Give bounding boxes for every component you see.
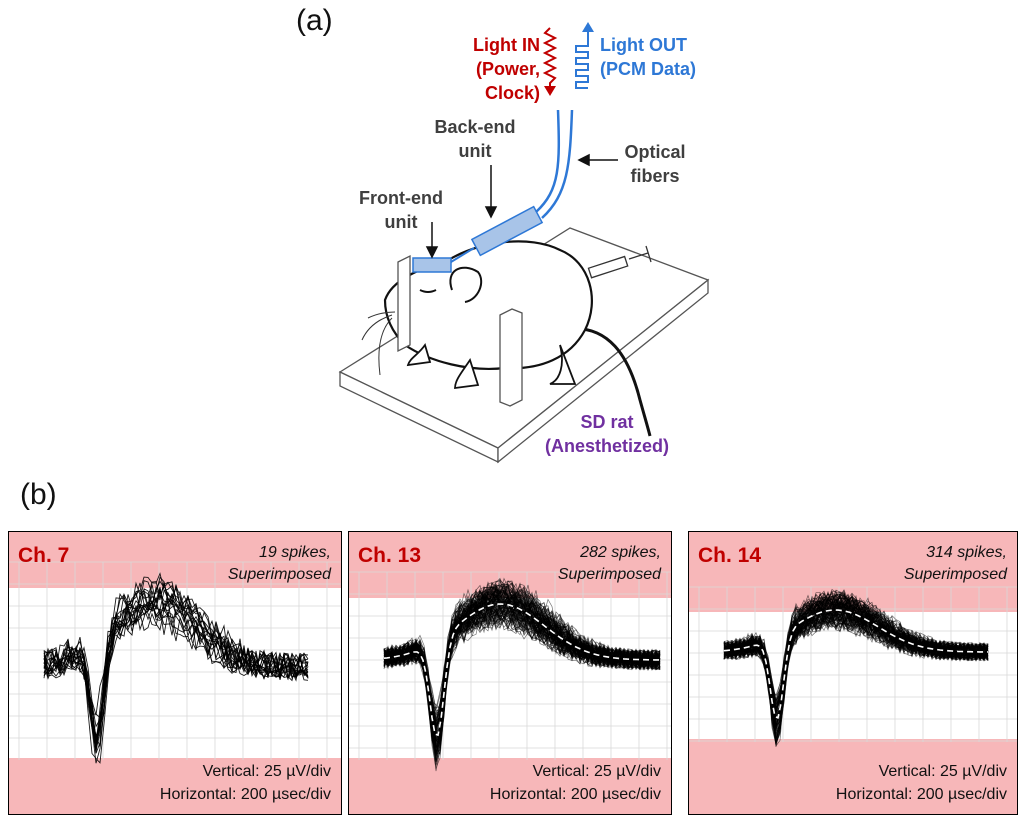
spike-trace <box>723 613 989 731</box>
front-end-unit <box>412 257 452 273</box>
light-out-icon <box>575 30 589 89</box>
mean-waveform <box>723 609 988 719</box>
spike-trace <box>43 590 309 754</box>
spike-trace <box>43 601 309 764</box>
spike-trace <box>723 614 989 726</box>
channel-panel-14: Ch. 14 314 spikes,Superimposed Vertical:… <box>688 531 1018 815</box>
spike-trace <box>43 576 309 738</box>
spike-trace <box>723 613 989 702</box>
spike-trace <box>723 614 989 726</box>
channel-panel-13: Ch. 13 282 spikes,Superimposed Vertical:… <box>348 531 672 815</box>
spike-trace <box>383 582 661 712</box>
light-in-icon <box>542 27 558 92</box>
channel-title: Ch. 13 <box>358 544 422 567</box>
spike-trace <box>383 608 661 770</box>
optical-fibers <box>535 109 561 213</box>
light-in-label: Light IN(Power, Clock) <box>473 35 540 103</box>
channel-title: Ch. 7 <box>18 544 70 567</box>
spike-traces <box>723 588 989 747</box>
panel-b-label: (b) <box>20 478 57 511</box>
channel-title: Ch. 14 <box>698 544 762 567</box>
spike-plot-ch14 <box>689 586 1017 747</box>
spike-trace <box>723 602 989 710</box>
rat-tail <box>559 327 652 437</box>
plot-grid <box>9 561 341 760</box>
spike-count: 314 spikes,Superimposed <box>903 544 1007 583</box>
spike-count: 282 spikes,Superimposed <box>557 544 661 583</box>
footer-band <box>349 758 671 814</box>
spike-count: 19 spikes,Superimposed <box>227 544 331 583</box>
spike-trace <box>383 612 661 726</box>
spike-traces <box>383 577 661 772</box>
spike-plot-ch13 <box>349 571 671 772</box>
annotation-arrows <box>425 153 618 259</box>
panel-a-label: (a) <box>296 4 333 37</box>
spike-traces <box>43 572 309 764</box>
rat-diagram <box>338 22 710 464</box>
back-end-unit <box>470 205 544 257</box>
spike-plot-ch7 <box>9 561 341 764</box>
rat-label: SD rat(Anesthetized) <box>544 412 669 456</box>
channel-panel-7: Ch. 7 19 spikes,Superimposed Vertical: 2… <box>8 531 342 815</box>
spike-trace <box>383 586 661 728</box>
spike-trace <box>723 592 989 743</box>
plot-grid <box>349 571 671 760</box>
mean-waveform <box>383 603 660 737</box>
spike-trace <box>723 611 989 744</box>
footer-band <box>689 739 1017 814</box>
light-out-label: Light OUT(PCM Data) <box>600 35 697 79</box>
spike-trace <box>383 594 661 761</box>
header-band <box>9 532 341 588</box>
spike-trace <box>723 611 989 745</box>
spike-trace <box>43 581 309 754</box>
footer-band <box>9 758 341 814</box>
